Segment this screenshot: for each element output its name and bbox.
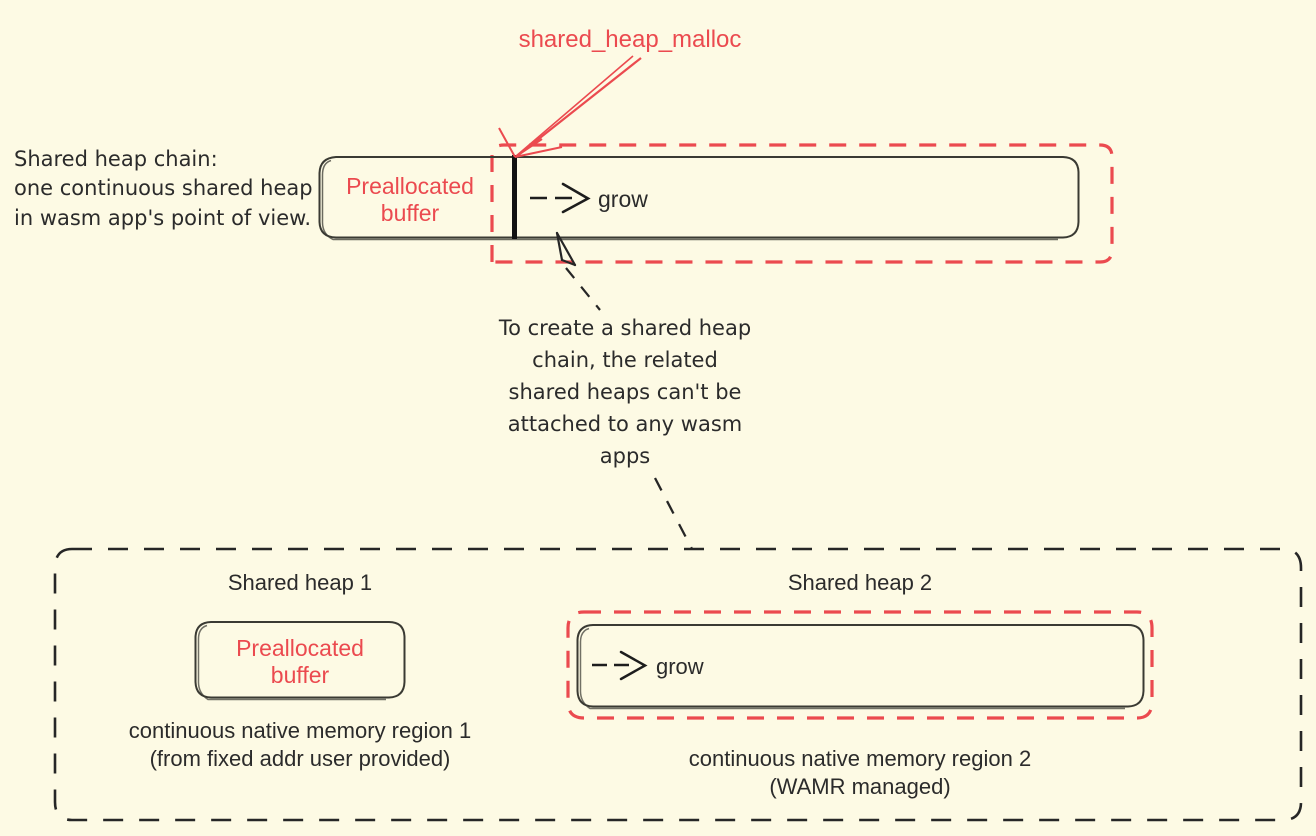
top-grow-arrow-icon (530, 182, 591, 214)
shared-heap-chain-note-line-2: one continuous shared heap (14, 176, 313, 200)
bottom-grow-label: grow (656, 654, 704, 679)
heap2-caption-line-1: continuous native memory region 2 (688, 746, 1032, 771)
top-grow-label: grow (598, 186, 648, 212)
callout-to-region-leader (653, 477, 694, 550)
heap1-caption-line-2: (from fixed addr user provided) (149, 746, 451, 771)
chain-constraint-note-line-5: apps (599, 444, 651, 468)
top-preallocated-buffer-label-line-1: Preallocated (346, 173, 474, 199)
shared-heap-chain-note-line-1: Shared heap chain: (14, 147, 218, 171)
heap1-preallocated-buffer-label-line-2: buffer (270, 662, 330, 688)
chain-constraint-note-line-2: chain, the related (532, 348, 718, 372)
shared-heap-2-title: Shared heap 2 (787, 570, 933, 595)
chain-constraint-note-line-4: attached to any wasm (507, 412, 743, 436)
heap2-caption-line-2: (WAMR managed) (769, 774, 951, 799)
chain-constraint-note-line-1: To create a shared heap (498, 316, 752, 340)
shared-heap-malloc-pointer (498, 55, 642, 158)
top-preallocated-buffer-label-line-2: buffer (380, 200, 440, 226)
top-red-dashed-region (490, 143, 1114, 264)
heap1-caption-line-1: continuous native memory region 1 (128, 718, 472, 743)
heap1-preallocated-buffer-label-line-1: Preallocated (236, 635, 364, 661)
chain-constraint-note-line-3: shared heaps can't be (508, 380, 742, 404)
bottom-grow-arrow-icon (592, 650, 648, 681)
chain-constraint-callout-arrow (555, 231, 601, 311)
shared-heap-chain-note-line-3: in wasm app's point of view. (14, 206, 312, 230)
shared-heap-malloc-label: shared_heap_malloc (518, 26, 742, 53)
shared-heap-1-title: Shared heap 1 (227, 570, 373, 595)
